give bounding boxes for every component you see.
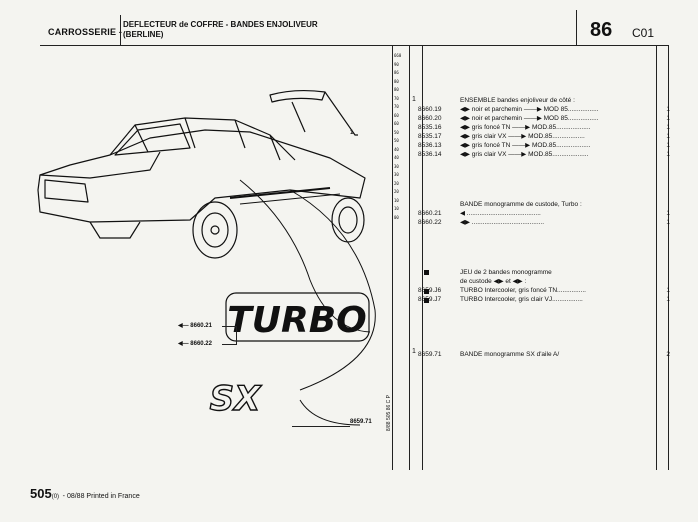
group3-title: JEU de 2 bandes monogramme (460, 269, 552, 276)
margin-code: 660 (394, 53, 402, 58)
margin-code: 10 (394, 206, 399, 211)
turbo-logo: TURBO (225, 292, 370, 342)
svg-text:SX: SX (210, 379, 262, 416)
group1-qty-marker: 1 (412, 96, 416, 103)
table-row: 8535.17◀▶ gris clair VX ——▶ MOD.85......… (418, 133, 585, 140)
margin-codes: 660 90 86 80 80 70 70 60 60 50 50 40 40 30 30 20 20 10 10 0… (394, 52, 408, 222)
column-rule-qty (656, 45, 657, 470)
table-row: 8660.20◀▶ noir et parchemin ——▶ MOD 85..… (418, 115, 599, 122)
svg-text:TURBO: TURBO (227, 300, 367, 341)
page-code: C01 (632, 26, 655, 40)
section-label: CARROSSERIE - (48, 27, 123, 37)
group4-qty-marker: 1 (412, 348, 416, 355)
table-row: 8660.21◀ ...............................… (418, 210, 541, 217)
column-rule-left (392, 45, 393, 470)
margin-code: 60 (394, 121, 399, 126)
group3-subtitle: de custode ◀▶ et ◀▶ : (460, 278, 527, 285)
footer-date: - 08/88 Printed in France (62, 493, 140, 500)
page-title: DEFLECTEUR de COFFRE - BANDES ENJOLIVEUR… (123, 20, 318, 40)
row-bullet (424, 289, 429, 294)
margin-code: 20 (394, 189, 399, 194)
header-divider-1 (120, 15, 121, 45)
table-row: 8535.16◀▶ gris foncé TN ——▶ MOD.85......… (418, 124, 591, 131)
group1-title: ENSEMBLE bandes enjoliveur de côté : (460, 97, 575, 104)
margin-code: 90 (394, 61, 399, 67)
row-bullet (424, 298, 429, 303)
margin-code: 70 (394, 104, 399, 109)
title-line-1: DEFLECTEUR de COFFRE - BANDES ENJOLIVEUR (123, 20, 318, 29)
table-row: 8660.22◀▶ ..............................… (418, 219, 545, 226)
page-number: 86 (590, 19, 613, 41)
margin-code: 30 (394, 163, 399, 169)
group3-bullet (424, 270, 429, 275)
margin-code: 80 (394, 78, 399, 84)
sx-logo: SX (209, 378, 263, 416)
margin-code: 30 (394, 172, 399, 177)
callout-ref-a: 8660.21 (190, 323, 212, 329)
callout-8659-71: 8659.71 (350, 419, 372, 425)
column-rule-codes (409, 45, 410, 470)
group2-title: BANDE monogramme de custode, Turbo : (460, 201, 582, 208)
margin-code: 60 (394, 112, 399, 118)
margin-code: 50 (394, 138, 399, 143)
column-rule-right (668, 45, 669, 470)
margin-code: 86 (394, 70, 399, 75)
parts-group-1: ENSEMBLE bandes enjoliveur de côté : 866… (418, 96, 599, 159)
margin-code: 50 (394, 129, 399, 135)
footer-model: 505 (30, 486, 52, 501)
margin-code: 10 (394, 197, 399, 203)
margin-code: 70 (394, 95, 399, 101)
margin-code: 80 (394, 87, 399, 92)
margin-code: 40 (394, 155, 399, 160)
header-divider-2 (576, 10, 577, 45)
car-body-outline (37, 129, 366, 223)
margin-code: 20 (394, 180, 399, 186)
margin-code: 00 (394, 214, 399, 220)
callout-8660-22: ◀— 8660.22 (178, 341, 212, 347)
group4-qty-column: 2 (666, 351, 670, 358)
callout-deflector-index: 1 (350, 130, 354, 136)
table-row: 8536.13◀▶ gris foncé TN ——▶ MOD.85......… (418, 142, 591, 149)
callout-8660-21: ◀— 8660.21 (178, 323, 212, 329)
car-illustration (37, 89, 376, 426)
header-rule (40, 45, 668, 46)
column-rule-ref (422, 45, 423, 470)
title-line-2: (BERLINE) (123, 30, 164, 39)
callout-ref-b: 8660.22 (190, 341, 212, 347)
footer-suffix: (0) (51, 494, 60, 500)
footer: 505(0) - 08/88 Printed in France (30, 486, 140, 501)
sx-leader (292, 426, 350, 427)
table-row: 8660.19◀▶ noir et parchemin ——▶ MOD 85..… (418, 106, 599, 113)
margin-code: 40 (394, 146, 399, 152)
parts-group-2: BANDE monogramme de custode, Turbo : 866… (418, 200, 582, 227)
parts-group-3: JEU de 2 bandes monogramme de custode ◀▶… (418, 268, 586, 304)
car-roof (109, 117, 296, 161)
table-row: 8536.14◀▶ gris clair VX ——▶ MOD.85......… (418, 151, 589, 158)
